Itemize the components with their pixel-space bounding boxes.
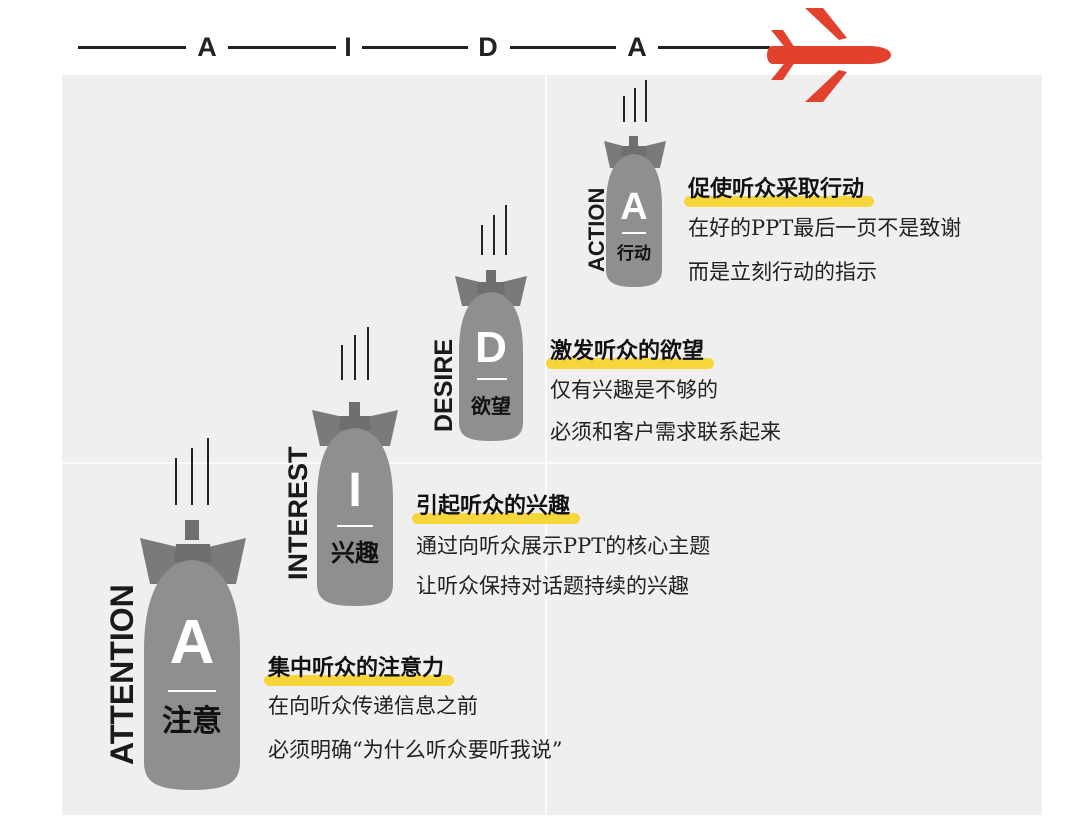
stage-description-line: 在好的PPT最后一页不是致谢 [688, 216, 962, 240]
timeline-line [658, 46, 770, 49]
timeline-line [362, 46, 468, 49]
stage-heading-attention: 集中听众的注意力 [264, 650, 455, 686]
stage-heading-desire: 激发听众的欲望 [546, 333, 715, 369]
airplane-icon [767, 8, 891, 102]
bomb-letter-desire: D [475, 323, 507, 372]
stage-heading-interest: 引起听众的兴趣 [412, 488, 581, 524]
timeline-line [510, 46, 616, 49]
timeline-letter-action: A [627, 32, 647, 62]
timeline-line [78, 46, 186, 49]
grid-line [62, 462, 1042, 464]
stage-description-line: 在向听众传递信息之前 [268, 694, 478, 718]
bomb-letter-action: A [620, 186, 648, 228]
timeline-letter-attention: A [197, 32, 217, 62]
stage-description-line: 让听众保持对话题持续的兴趣 [416, 574, 689, 598]
stage-description-line: 必须和客户需求联系起来 [550, 420, 781, 444]
timeline-letter-desire: D [478, 32, 498, 62]
stage-description-line: 而是立刻行动的指示 [688, 260, 877, 284]
timeline-letter-interest: I [344, 32, 352, 62]
bomb-divider [337, 525, 373, 527]
timeline-line [228, 46, 336, 49]
bomb-divider [477, 378, 507, 380]
bomb-divider [168, 690, 216, 692]
bomb-subtitle-action: 行动 [617, 244, 651, 264]
highlight-mark [264, 675, 455, 686]
highlight-mark [546, 358, 715, 369]
highlight-mark [412, 513, 581, 524]
bomb-subtitle-desire: 欲望 [471, 394, 511, 418]
grid-line [545, 75, 547, 815]
stage-description-line: 必须明确“为什么听众要听我说” [268, 738, 563, 762]
bomb-divider [622, 232, 646, 234]
stage-description-line: 仅有兴趣是不够的 [550, 378, 718, 402]
stage-heading-action: 促使听众采取行动 [684, 171, 875, 207]
stage-description-line: 通过向听众展示PPT的核心主题 [416, 534, 711, 558]
bomb-letter-interest: I [348, 464, 362, 517]
bomb-subtitle-interest: 兴趣 [331, 539, 379, 567]
highlight-mark [684, 196, 875, 207]
bomb-letter-attention: A [169, 608, 215, 677]
bomb-subtitle-attention: 注意 [162, 704, 222, 739]
